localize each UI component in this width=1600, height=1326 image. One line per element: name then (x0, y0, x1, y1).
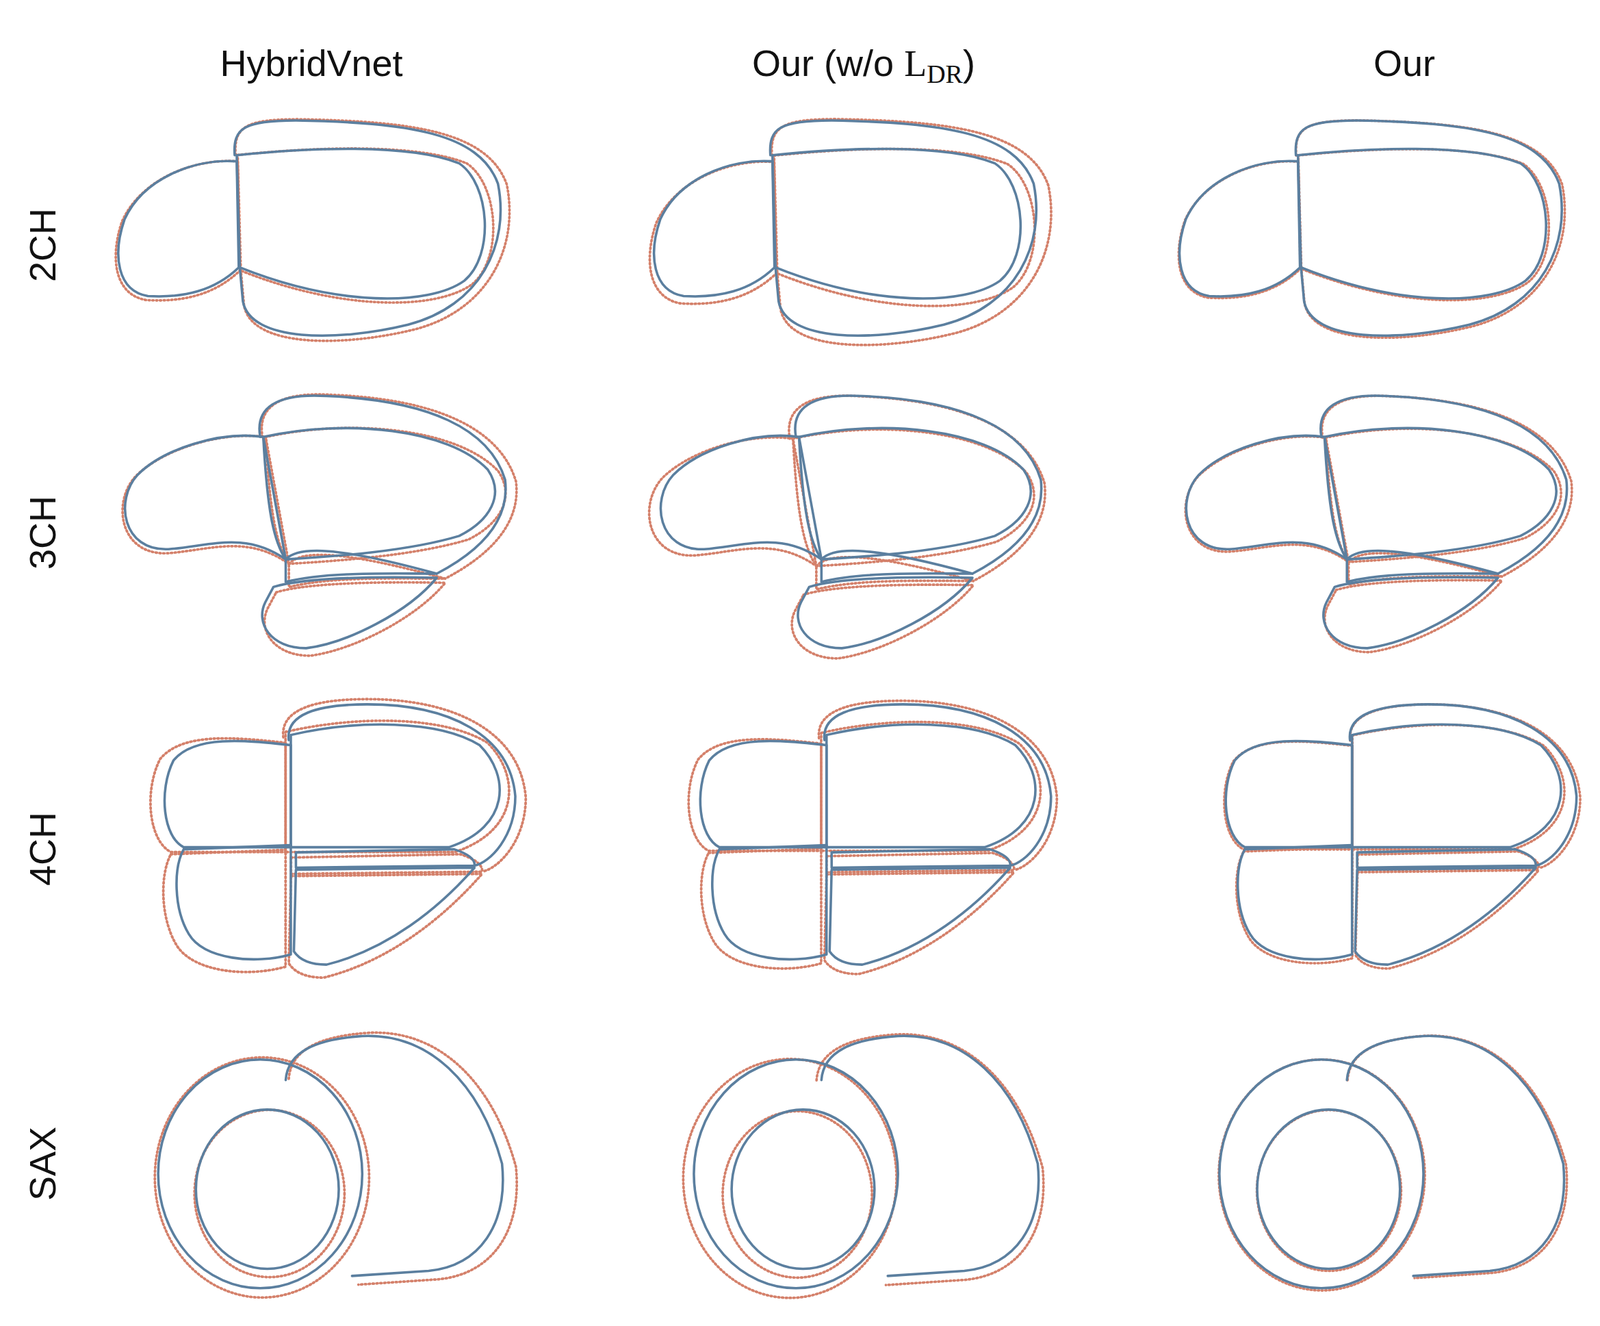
ground-truth-contours (1178, 120, 1581, 1290)
header-text: Our (w/o (752, 44, 905, 82)
predicted-contours (1179, 120, 1577, 1288)
header-text: L (904, 45, 927, 83)
column-header: Our (w/o LDR) (752, 44, 976, 83)
ground-truth-contours (115, 119, 526, 1297)
header-text: ) (962, 44, 976, 82)
row-label: 4CH (23, 811, 61, 886)
row-label: 3CH (23, 495, 61, 570)
column-header: HybridVnet (219, 44, 403, 82)
predicted-contours (118, 120, 516, 1288)
column-header: Our (1373, 44, 1436, 82)
header-text: Our (1373, 44, 1436, 82)
row-label: 2CH (23, 208, 61, 282)
header-text: HybridVnet (219, 44, 403, 82)
header-text: DR (926, 60, 963, 87)
ground-truth-contours (649, 119, 1058, 1298)
row-label: SAX (23, 1126, 61, 1201)
predicted-contours (654, 120, 1052, 1288)
